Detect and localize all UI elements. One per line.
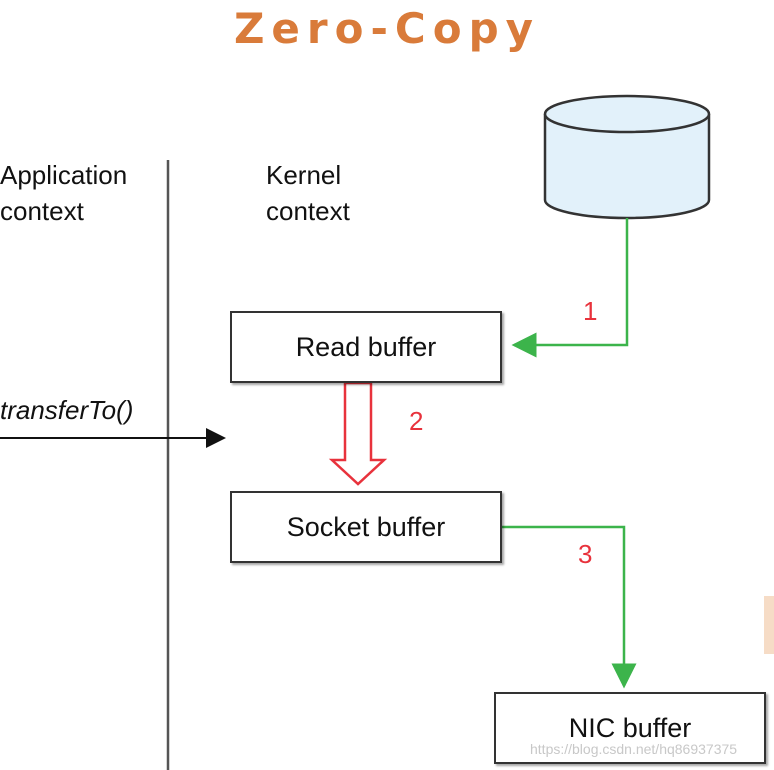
kernel-context-line1: Kernel [266,160,342,190]
kernel-context-label: Kernel context [266,157,350,229]
read-buffer-box: Read buffer [230,311,502,383]
transferto-call-label: transferTo() [0,395,134,425]
decorative-edge-mark [764,596,774,654]
dma-arrow-disk-to-read-buffer [511,218,629,358]
diagram-title: Zero-Copy [233,4,541,53]
disk-icon [543,94,711,220]
kernel-context-line2: context [266,196,350,226]
socket-buffer-box: Socket buffer [230,491,502,563]
application-context-label: Application context [0,157,127,229]
step-number-3: 3 [578,539,593,569]
watermark-text: https://blog.csdn.net/hq86937375 [530,741,738,757]
application-context-line2: context [0,196,84,226]
dma-arrow-socket-to-nic-buffer [502,525,637,689]
nic-buffer-box: NIC buffer [494,692,766,764]
step-number-2: 2 [409,406,424,436]
step-number-1: 1 [583,296,598,326]
copy-arrow-read-to-socket-buffer [328,381,388,486]
application-context-line1: Application [0,160,128,190]
